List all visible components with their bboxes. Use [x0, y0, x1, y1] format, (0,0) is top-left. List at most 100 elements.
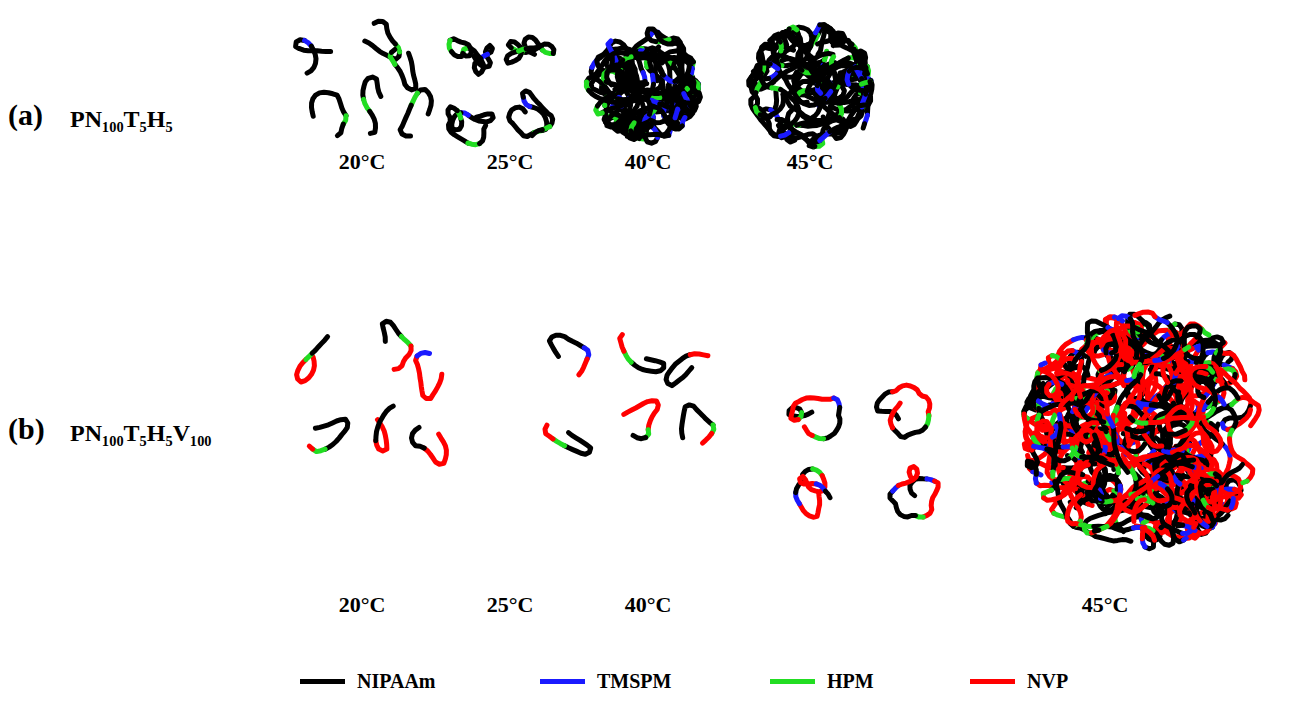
polymer-chain: [898, 467, 917, 486]
polymer-chain: [1067, 495, 1081, 525]
polymer-chain: [1040, 365, 1058, 396]
legend-entry: TMSPM: [540, 670, 671, 693]
polymer-chain: [849, 82, 872, 91]
panel-letter: (b): [8, 412, 45, 445]
polymer-chain: [337, 124, 343, 136]
polymer-chain: [890, 403, 900, 428]
polymer-chain: [659, 57, 681, 81]
polymer-chain: [1130, 319, 1143, 365]
polymer-chain: [468, 114, 493, 122]
polymer-chain: [781, 133, 789, 137]
polymer-chain: [788, 29, 816, 46]
temperature-label: 25°C: [487, 150, 534, 174]
legend-entry: NVP: [970, 670, 1068, 693]
polymer-chain: [315, 419, 347, 449]
polymer-chain: [412, 428, 425, 449]
legend-swatch: [300, 679, 345, 684]
polymer-chain: [312, 92, 347, 116]
polymer-chain: [1057, 373, 1078, 414]
polymer-chain: [608, 41, 612, 52]
polymer-chain: [800, 476, 825, 492]
polymer-chain: [824, 67, 835, 91]
polymer-chain: [1158, 460, 1194, 477]
polymer-chain: [1201, 378, 1215, 408]
polymer-chain: [798, 45, 808, 71]
polymer-chain: [370, 111, 376, 133]
polymer-chain: [1134, 364, 1140, 376]
polymer-chain: [825, 491, 830, 498]
polymer-chain: [893, 385, 930, 416]
polymer-chain: [480, 126, 486, 144]
temperature-label: 40°C: [625, 593, 672, 617]
polymer-chain: [1080, 479, 1121, 502]
polymer-chain: [1080, 397, 1103, 422]
polymer-chain: [690, 354, 708, 356]
polymer-chain: [587, 53, 628, 82]
polymer-chain: [1178, 334, 1203, 362]
polymer-chain: [1216, 465, 1243, 488]
polymer-chain: [1194, 524, 1196, 528]
polymer-chain: [452, 52, 462, 57]
polymer-chain: [1082, 435, 1099, 457]
polymer-chain: [1113, 426, 1128, 472]
polymer-chain: [382, 321, 401, 341]
polymer-chain: [1096, 492, 1103, 498]
sample-name: PN₁₀₀T₅H₅: [70, 106, 173, 132]
polymer-chain: [424, 434, 446, 464]
polymer-chain: [1219, 397, 1224, 404]
polymer-chain: [681, 102, 695, 118]
polymer-chain: [1130, 417, 1133, 420]
polymer-chain: [1050, 472, 1055, 477]
polymer-chain: [849, 67, 867, 73]
polymer-chain: [395, 53, 416, 90]
polymer-chain: [788, 110, 820, 142]
polymer-chain: [307, 46, 316, 73]
polymer-chain: [893, 427, 926, 437]
legend-swatch: [540, 679, 585, 684]
polymer-chain: [627, 107, 682, 137]
polymer-chain: [416, 356, 442, 398]
polymer-chain: [631, 359, 663, 372]
polymer-chain: [400, 105, 411, 136]
polymer-chain: [363, 77, 381, 99]
polymer-chain: [523, 91, 553, 127]
polymer-chain: [791, 398, 834, 421]
polymer-chain: [549, 335, 584, 356]
polymer-chain: [1162, 505, 1183, 533]
polymer-chain: [448, 107, 468, 143]
polymer-chain: [509, 107, 535, 136]
temperature-label: 45°C: [1082, 593, 1129, 617]
legend-entry: HPM: [770, 670, 874, 693]
polymer-chain: [1238, 397, 1259, 425]
polymer-chain: [624, 401, 659, 430]
polymer-chain: [394, 346, 411, 369]
polymer-chain: [417, 353, 429, 357]
polymer-chain: [391, 50, 395, 53]
temperature-label: 45°C: [787, 150, 834, 174]
polymer-chain: [830, 96, 871, 131]
polymer-chain: [820, 25, 844, 43]
polymer-chain: [1185, 347, 1189, 349]
polymer-chain: [1230, 439, 1253, 481]
polymer-chain: [666, 355, 692, 386]
polymer-chain: [1041, 363, 1045, 365]
polymer-chain: [1243, 481, 1247, 483]
polymer-chain: [1024, 414, 1034, 446]
polymer-chain: [804, 427, 812, 436]
polymer-chain: [1027, 450, 1037, 474]
polymer-chain: [1044, 460, 1079, 500]
polymer-chain: [1135, 312, 1155, 317]
polymer-chain: [620, 335, 624, 352]
polymer-chain: [1088, 504, 1092, 506]
polymer-chain: [1134, 500, 1145, 522]
polymer-chain: [1159, 426, 1185, 435]
polymer-chain: [1142, 528, 1154, 540]
polymer-chain: [1164, 323, 1178, 359]
polymer-chain: [703, 433, 712, 443]
polymer-chain: [1094, 530, 1098, 531]
legend-swatch: [970, 679, 1015, 684]
polymer-chain: [1053, 426, 1058, 437]
polymer-chain: [759, 48, 774, 88]
polymer-chain: [1153, 489, 1172, 507]
legend-text: NVP: [1027, 670, 1068, 693]
